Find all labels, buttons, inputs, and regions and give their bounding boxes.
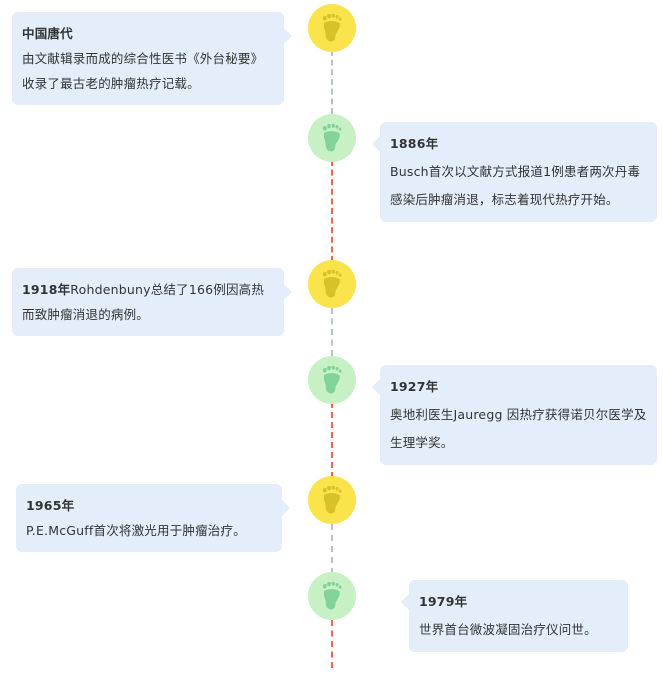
event-text: 世界首台微波凝固治疗仪问世。 bbox=[419, 622, 597, 637]
timeline-node bbox=[308, 114, 356, 162]
timeline-node bbox=[308, 476, 356, 524]
event-title: 1918年 bbox=[22, 282, 71, 297]
footprint-icon bbox=[322, 581, 342, 610]
timeline-event-card: 1886年 Busch首次以文献方式报道1例患者两次丹毒感染后肿瘤消退，标志着现… bbox=[372, 122, 657, 222]
event-title: 1927年 bbox=[390, 379, 439, 394]
timeline-event-card: 中国唐代 由文献辑录而成的综合性医书《外台秘要》收录了最古老的肿瘤热疗记载。 bbox=[12, 12, 292, 105]
timeline-event-card: 1927年 奥地利医生Jauregg 因热疗获得诺贝尔医学及生理学奖。 bbox=[372, 365, 657, 465]
footprint-icon bbox=[322, 365, 342, 394]
timeline-segment bbox=[331, 50, 333, 114]
timeline-segment bbox=[331, 402, 333, 478]
event-title: 1965年 bbox=[26, 498, 75, 513]
event-title: 中国唐代 bbox=[22, 26, 73, 41]
timeline-segment bbox=[331, 160, 333, 262]
timeline-event-card: 1979年 世界首台微波凝固治疗仪问世。 bbox=[401, 580, 628, 652]
timeline-node bbox=[308, 572, 356, 620]
event-text: Rohdenbuny总结了166例因高热而致肿瘤消退的病例。 bbox=[22, 282, 265, 322]
event-title: 1886年 bbox=[390, 136, 439, 151]
timeline-node bbox=[308, 4, 356, 52]
timeline-node bbox=[308, 356, 356, 404]
event-text: 奥地利医生Jauregg 因热疗获得诺贝尔医学及生理学奖。 bbox=[390, 407, 647, 450]
footprint-icon bbox=[322, 123, 342, 152]
event-text: Busch首次以文献方式报道1例患者两次丹毒感染后肿瘤消退，标志着现代热疗开始。 bbox=[390, 164, 641, 207]
footprint-icon bbox=[322, 269, 342, 298]
event-text: P.E.McGuff首次将激光用于肿瘤治疗。 bbox=[26, 523, 246, 538]
timeline-segment bbox=[331, 308, 333, 356]
timeline-event-card: 1965年 P.E.McGuff首次将激光用于肿瘤治疗。 bbox=[16, 484, 290, 552]
event-text: 由文献辑录而成的综合性医书《外台秘要》收录了最古老的肿瘤热疗记载。 bbox=[22, 51, 264, 91]
footprint-icon bbox=[322, 485, 342, 514]
timeline-event-card: 1918年Rohdenbuny总结了166例因高热而致肿瘤消退的病例。 bbox=[12, 268, 292, 336]
event-title: 1979年 bbox=[419, 594, 468, 609]
timeline-segment bbox=[331, 620, 333, 668]
footprint-icon bbox=[322, 13, 342, 42]
timeline-segment bbox=[331, 524, 333, 574]
timeline-node bbox=[308, 260, 356, 308]
